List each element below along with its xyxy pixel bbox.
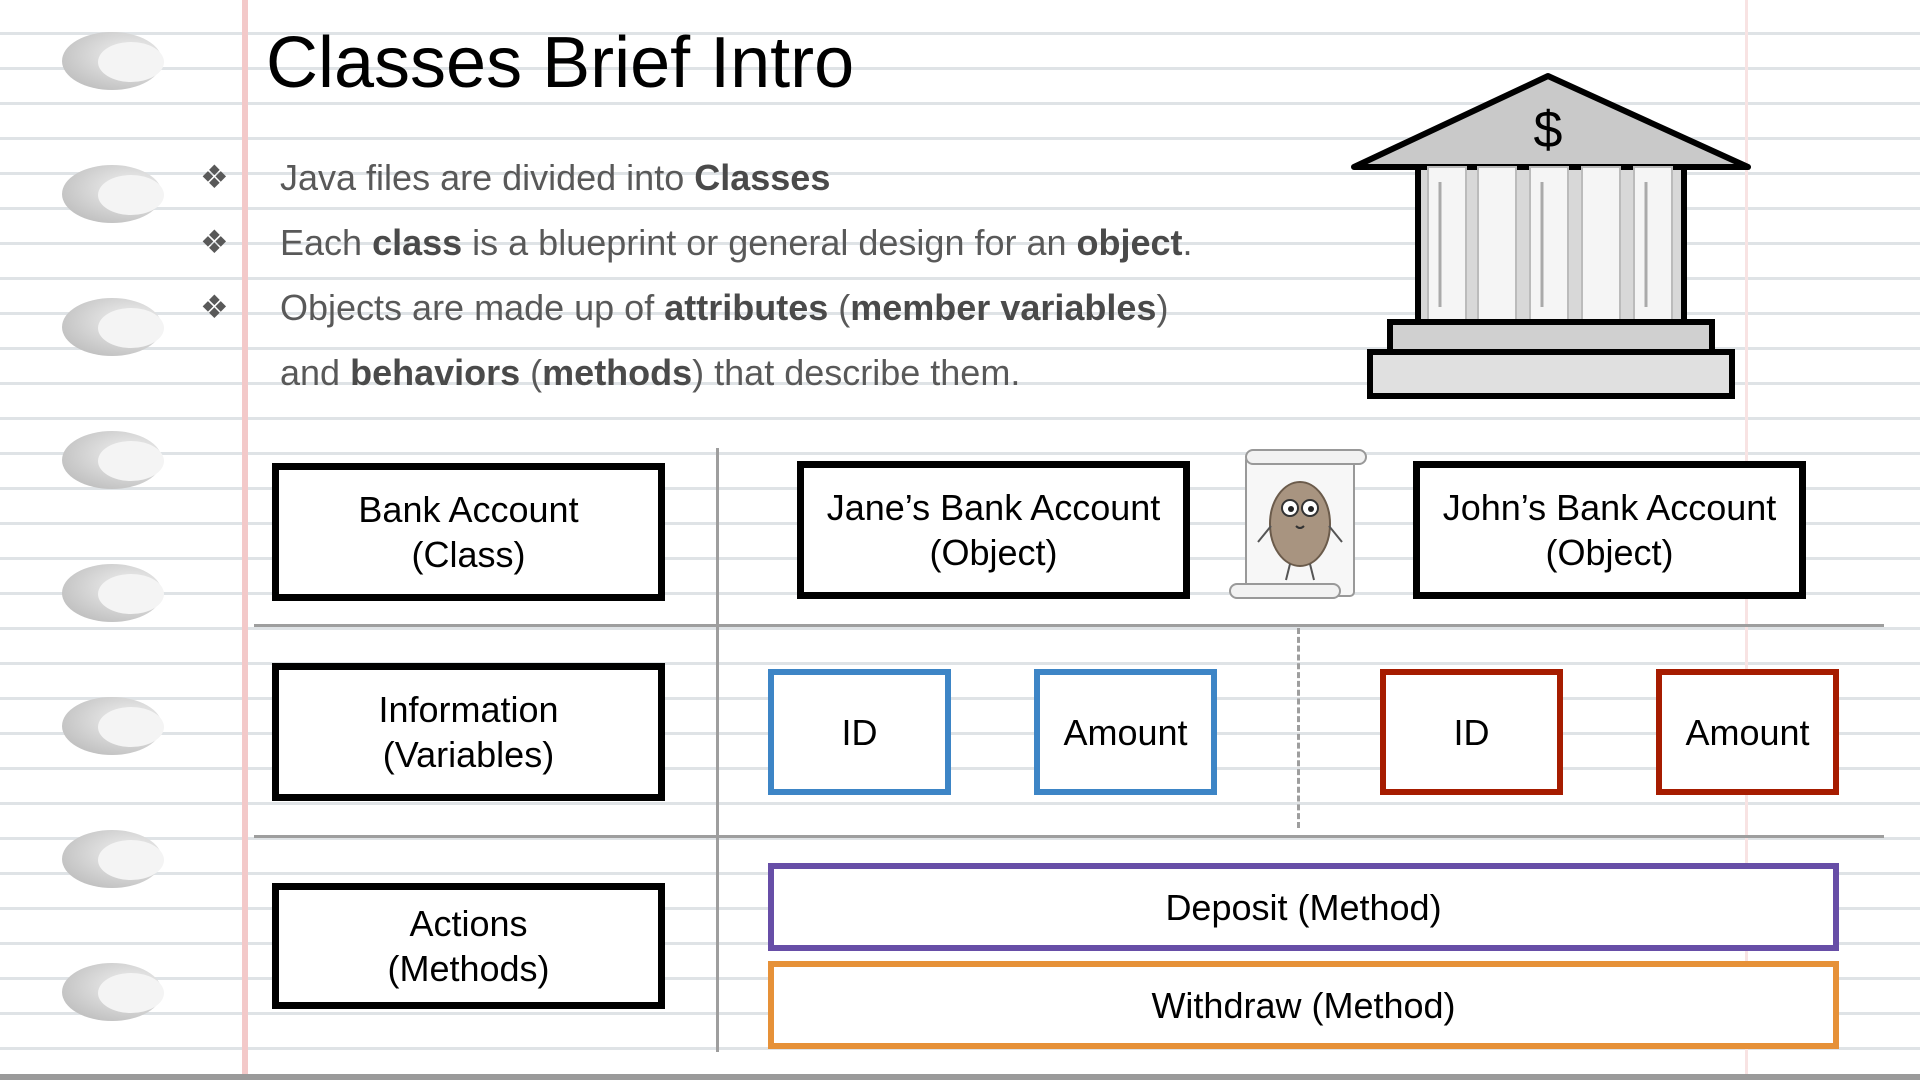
bullet-diamond-icon: ❖	[200, 289, 229, 325]
binder-hole-icon	[62, 564, 164, 622]
withdraw-method-box: Withdraw (Method)	[768, 961, 1839, 1049]
page-bottom-edge	[0, 1074, 1920, 1080]
bullet-text-1: Java files are divided into Classes	[280, 157, 831, 198]
jane-amount-variable-box: Amount	[1034, 669, 1217, 795]
notebook-margin-line	[242, 0, 248, 1080]
potato-scroll-icon	[1229, 449, 1367, 599]
binder-hole-icon	[62, 963, 164, 1021]
deposit-method-box: Deposit (Method)	[768, 863, 1839, 951]
binder-hole-icon	[62, 830, 164, 888]
table-row-divider	[254, 624, 1884, 627]
bullet-text-2: Each class is a blueprint or general des…	[280, 222, 1193, 263]
variables-label-box: Information (Variables)	[272, 663, 665, 801]
bank-building-icon: $	[1351, 73, 1751, 399]
john-amount-variable-box: Amount	[1656, 669, 1839, 795]
bullet-diamond-icon: ❖	[200, 159, 229, 195]
bullet-diamond-icon: ❖	[200, 224, 229, 260]
table-row-divider	[254, 835, 1884, 838]
class-label-box: Bank Account (Class)	[272, 463, 665, 601]
slide-title: Classes Brief Intro	[266, 23, 855, 103]
methods-label-box: Actions (Methods)	[272, 883, 665, 1009]
dollar-sign-icon: $	[1534, 101, 1563, 159]
binder-hole-icon	[62, 165, 164, 223]
bullet-text-3: Objects are made up of attributes (membe…	[280, 287, 1169, 328]
object-divider-dashed	[1297, 628, 1300, 828]
jane-object-box: Jane’s Bank Account (Object)	[797, 461, 1190, 599]
binder-hole-icon	[62, 697, 164, 755]
table-vertical-divider	[716, 448, 719, 1052]
binder-hole-icon	[62, 32, 164, 90]
bullet-text-continuation: and behaviors (methods) that describe th…	[280, 352, 1021, 393]
john-object-box: John’s Bank Account (Object)	[1413, 461, 1806, 599]
binder-hole-icon	[62, 431, 164, 489]
binder-hole-icon	[62, 298, 164, 356]
john-id-variable-box: ID	[1380, 669, 1563, 795]
jane-id-variable-box: ID	[768, 669, 951, 795]
